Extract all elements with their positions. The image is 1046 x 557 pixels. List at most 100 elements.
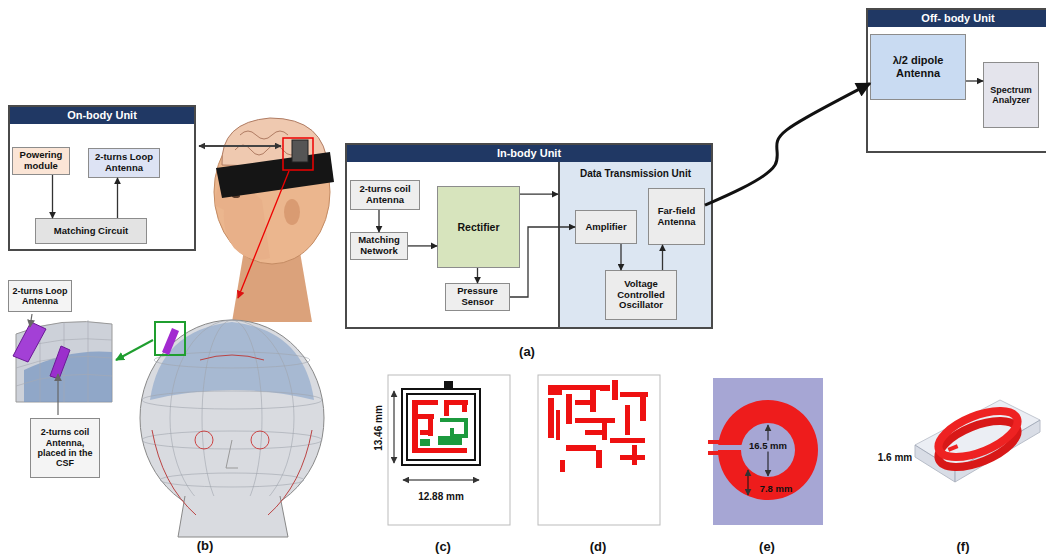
signal-arrow [408,245,437,246]
sensor-layout-d [600,385,610,391]
ring-antenna-3d-view [932,402,1023,467]
dimension-label: 1.6 mm [877,452,913,464]
process-box: 2-turns coil Antenna [350,180,420,210]
process-box: Amplifier [575,210,637,244]
wireframe-head [162,328,179,355]
process-box: Rectifier [437,186,520,268]
wireframe-head [160,473,304,487]
sensor-layout-c [412,400,438,405]
ring-antenna-3d-view [915,400,1040,482]
ring-antenna-top-view [748,470,749,495]
sensor-layout-d [566,394,572,424]
panel-heading: On-body Unit [10,107,194,124]
unit-panel: In-body Unit 2-turns coil AntennaMatching… [345,143,713,329]
wireframe-head [152,355,312,515]
figure-label: (a) [518,345,536,360]
process-box: Matching Network [350,232,408,260]
process-box: Far-field Antenna [648,188,705,245]
head-photo [235,131,299,155]
head-photo [283,138,313,170]
signal-arrow [477,268,478,283]
dimension-label: 7.8 mm [759,484,794,495]
sensor-layout-d [556,410,560,440]
signal-arrow [510,227,575,297]
zoom-inset [50,346,70,379]
box-label: Far-field Antenna [652,206,701,228]
sensor-layout-c [388,375,510,525]
box-label: Spectrum Analyzer [987,85,1035,106]
wireframe-head [178,496,288,537]
sensor-layout-c [407,394,475,460]
wireframe-head [226,440,238,468]
wireframe-head [195,431,213,449]
box-label: Powering module [16,150,66,172]
box-label: Pressure Sensor [449,286,506,308]
wireframe-head [116,340,153,360]
ring-antenna-top-view [708,451,722,455]
sensor-layout-c [420,439,430,446]
figure-label: (c) [434,540,452,555]
sensor-layout-c [394,391,395,463]
sensor-layout-d [640,397,646,421]
signal-arrow [117,178,118,218]
figure-label: (d) [589,540,608,555]
figure-label: (e) [758,540,776,555]
box-label: Matching Network [354,235,404,257]
box-label: Rectifier [457,221,499,233]
process-box: Voltage Controlled Oscillator [605,270,677,320]
box-label: Matching Circuit [54,226,128,237]
sensor-layout-c [403,480,479,481]
panel-heading: In-body Unit [347,145,711,162]
zoom-inset [13,322,46,362]
signal-arrow [662,245,663,270]
unit-panel: Off- body Unit λ/2 dipole AntennaSpectrum… [866,8,1046,153]
ring-antenna-3d-view [932,412,1023,477]
sensor-layout-d [538,375,660,525]
wireframe-head [170,320,294,516]
dimension-label: 16.5 mm [748,441,788,452]
process-box: λ/2 dipole Antenna [870,34,966,100]
wireframe-head [140,320,324,516]
sensor-layout-d [602,418,607,440]
panel-heading: Off- body Unit [868,10,1046,27]
process-box: Powering module [12,147,70,175]
process-box: 2-turns Loop Antenna [88,148,160,178]
sensor-layout-c [440,420,466,436]
figure-label: (b) [196,539,215,554]
ring-antenna-top-view [716,445,744,450]
figure-label: (f) [956,540,971,555]
process-box: Matching Circuit [35,218,147,244]
unit-panel: On-body UnitPowering module 2-turns Loop … [8,105,196,251]
wireless-link [705,84,870,206]
ring-antenna-top-view [708,378,823,525]
callout-text: 2-turns coil Antenna, placed in the CSF [34,427,96,468]
box-label: 2-turns Loop Antenna [92,152,156,174]
ring-antenna-3d-view [948,444,959,451]
sensor-layout-d [596,450,602,468]
sensor-layout-c [412,448,467,453]
sensor-layout-c [412,400,418,448]
head-photo [199,145,281,147]
sensor-layout-c [420,430,433,435]
sensor-layout-d [538,375,660,525]
sensor-layout-c [388,375,510,525]
head-photo [238,171,289,298]
signal-arrow [378,210,379,232]
ring-antenna-top-view [708,440,722,444]
head-photo [216,152,334,198]
wireframe-head [150,322,314,400]
process-box: Spectrum Analyzer [983,62,1039,128]
head-photo [199,118,334,322]
sensor-layout-d [575,418,615,423]
head-photo [284,199,300,225]
subsystem-region: Data Transmission UnitAmplifier Far-field… [558,162,711,327]
callout-box: 2-turns coil Antenna, placed in the CSF [30,418,100,478]
dimension-label: 13.46 mm [373,404,385,452]
region-title: Data Transmission Unit [560,168,711,180]
sensor-layout-d [632,445,637,465]
wireframe-head [142,391,322,409]
wireframe-head [251,431,269,449]
wireframe-head [155,322,185,355]
process-box: Pressure Sensor [445,283,510,311]
sensor-layout-c [402,389,480,465]
